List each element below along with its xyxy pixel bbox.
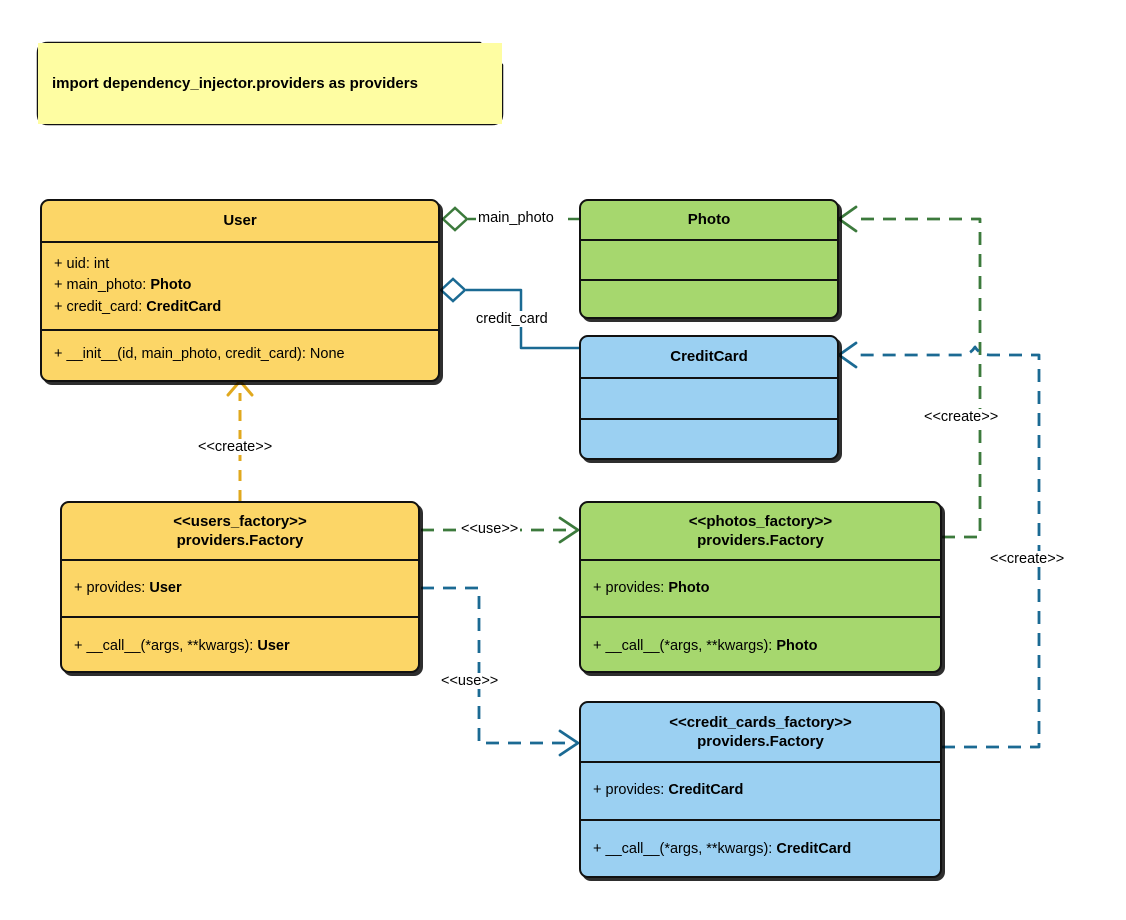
aggregation-diamond-credit-card [439, 277, 467, 303]
class-creditcard-methods [581, 420, 837, 458]
method-row: + __init__(id, main_photo, credit_card):… [54, 346, 345, 363]
edge-use-credit-cards-factory [421, 586, 580, 757]
class-box-users-factory[interactable]: <<users_factory>> providers.Factory + pr… [60, 501, 420, 673]
class-photo-methods [581, 281, 837, 317]
attribute-row: + provides: Photo [593, 579, 710, 596]
class-creditcard-attributes [581, 379, 837, 420]
class-creditcard-title: CreditCard [581, 337, 837, 379]
edge-label-credit-card: credit_card [474, 311, 550, 327]
class-photo-title: Photo [581, 201, 837, 241]
create-arrowhead-credit-card [837, 341, 858, 369]
attribute-row: + uid: int [54, 256, 110, 273]
class-photos-factory-title: <<photos_factory>> providers.Factory [581, 503, 940, 561]
edge-main-photo [441, 206, 579, 232]
class-users-factory-methods: + __call__(*args, **kwargs): User [62, 618, 418, 671]
use-arrowhead-photos-factory [558, 516, 580, 544]
use-arrowhead-credit-cards-factory [558, 729, 580, 757]
class-box-photos-factory[interactable]: <<photos_factory>> providers.Factory + p… [579, 501, 942, 673]
attribute-row: + provides: CreditCard [593, 782, 744, 799]
edge-credit-cards-factory-create [837, 341, 1041, 749]
edge-label-credit-cards-factory-create: <<create>> [988, 551, 1067, 567]
edge-label-photos-factory-create: <<create>> [922, 409, 1001, 425]
class-photos-factory-attributes: + provides: Photo [581, 561, 940, 618]
import-note-text: import dependency_injector.providers as … [52, 75, 418, 92]
attribute-row: + main_photo: Photo [54, 277, 192, 294]
class-photos-factory-methods: + __call__(*args, **kwargs): Photo [581, 618, 940, 671]
import-note: import dependency_injector.providers as … [38, 43, 502, 124]
class-users-factory-title: <<users_factory>> providers.Factory [62, 503, 418, 561]
class-box-credit-cards-factory[interactable]: <<credit_cards_factory>> providers.Facto… [579, 701, 942, 878]
edge-label-main-photo: main_photo [476, 210, 556, 226]
method-row: + __call__(*args, **kwargs): User [74, 637, 290, 654]
attribute-row: + credit_card: CreditCard [54, 298, 222, 315]
edge-photos-factory-create [837, 205, 982, 539]
class-box-user[interactable]: User + uid: int + main_photo: Photo + cr… [40, 199, 440, 382]
create-arrowhead-photo [837, 205, 858, 233]
create-arrowhead-user [226, 379, 254, 397]
class-user-title: User [42, 201, 438, 243]
class-box-photo[interactable]: Photo [579, 199, 839, 319]
class-photo-attributes [581, 241, 837, 281]
method-row: + __call__(*args, **kwargs): CreditCard [593, 841, 852, 858]
edge-label-use-credit-cards-factory: <<use>> [439, 673, 501, 689]
class-credit-cards-factory-title: <<credit_cards_factory>> providers.Facto… [581, 703, 940, 763]
class-user-attributes: + uid: int + main_photo: Photo + credit_… [42, 243, 438, 331]
attribute-row: + provides: User [74, 579, 182, 596]
method-row: + __call__(*args, **kwargs): Photo [593, 637, 818, 654]
edge-label-use-photos-factory: <<use>> [459, 521, 521, 537]
edge-label-users-factory-create: <<create>> [196, 439, 275, 455]
class-credit-cards-factory-methods: + __call__(*args, **kwargs): CreditCard [581, 821, 940, 876]
aggregation-diamond-main-photo [441, 206, 469, 232]
class-users-factory-attributes: + provides: User [62, 561, 418, 618]
class-box-creditcard[interactable]: CreditCard [579, 335, 839, 460]
class-user-methods: + __init__(id, main_photo, credit_card):… [42, 331, 438, 379]
class-credit-cards-factory-attributes: + provides: CreditCard [581, 763, 940, 821]
